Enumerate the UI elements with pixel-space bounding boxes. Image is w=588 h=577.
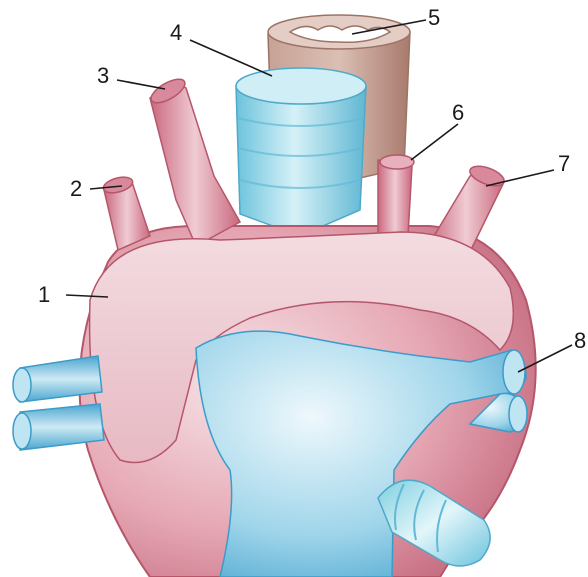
label-1: 1: [38, 284, 50, 306]
label-6: 6: [452, 102, 464, 124]
label-4: 4: [170, 22, 182, 44]
label-3: 3: [97, 65, 109, 87]
label-5: 5: [428, 7, 440, 29]
leader-line-6: [411, 124, 458, 160]
leader-line-3: [117, 80, 165, 89]
label-7: 7: [558, 153, 570, 175]
leader-line-4: [190, 40, 272, 76]
label-8: 8: [574, 330, 586, 352]
ligamentum-stub: [378, 155, 414, 240]
right-subclavian-artery: [102, 174, 150, 250]
brachiocephalic-trunk: [148, 75, 240, 246]
label-2: 2: [70, 178, 82, 200]
